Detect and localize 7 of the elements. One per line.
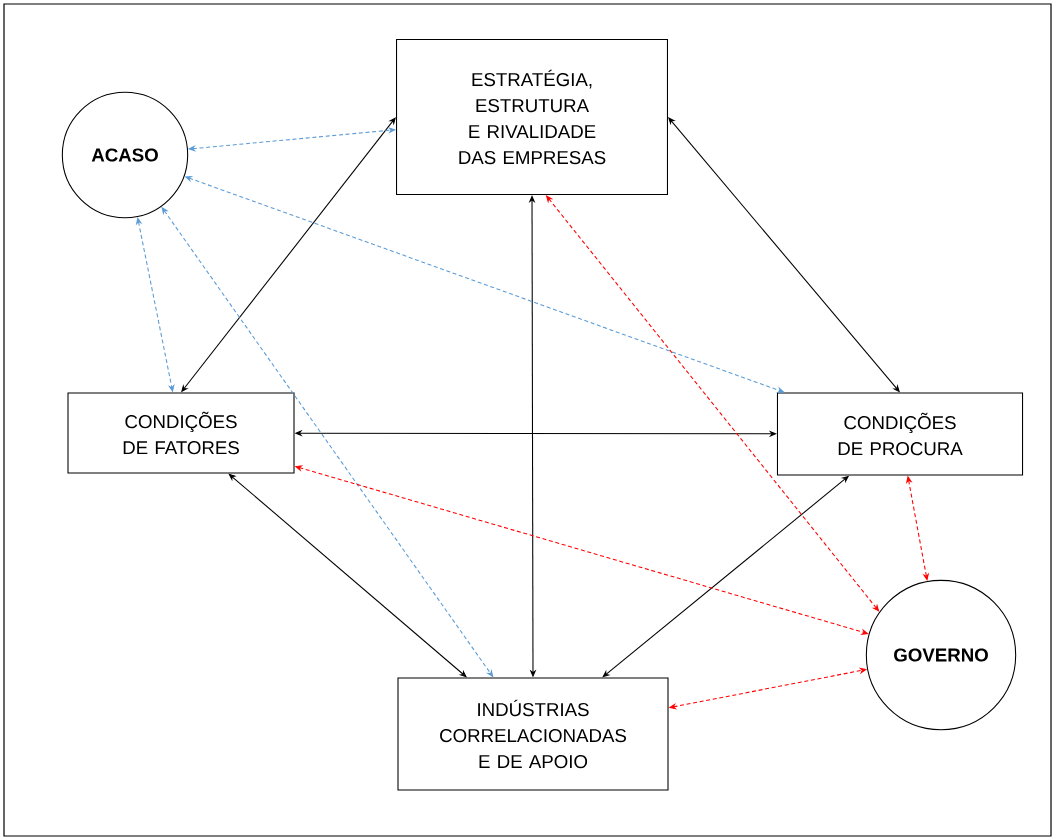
circle-node: GOVERNO — [865, 579, 1017, 731]
factor-box: ESTRATÉGIA, ESTRUTURA E RIVALIDADE DAS EMPRESAS — [396, 39, 668, 195]
factor-box: INDÚSTRIAS CORRELACIONADAS E DE APOIO — [397, 677, 669, 791]
factor-box: CONDIÇÕES DE PROCURA — [776, 392, 1024, 476]
factor-box: CONDIÇÕES DE FATORES — [67, 392, 295, 474]
arrow — [228, 473, 467, 678]
circle-node: ACASO — [61, 91, 189, 219]
